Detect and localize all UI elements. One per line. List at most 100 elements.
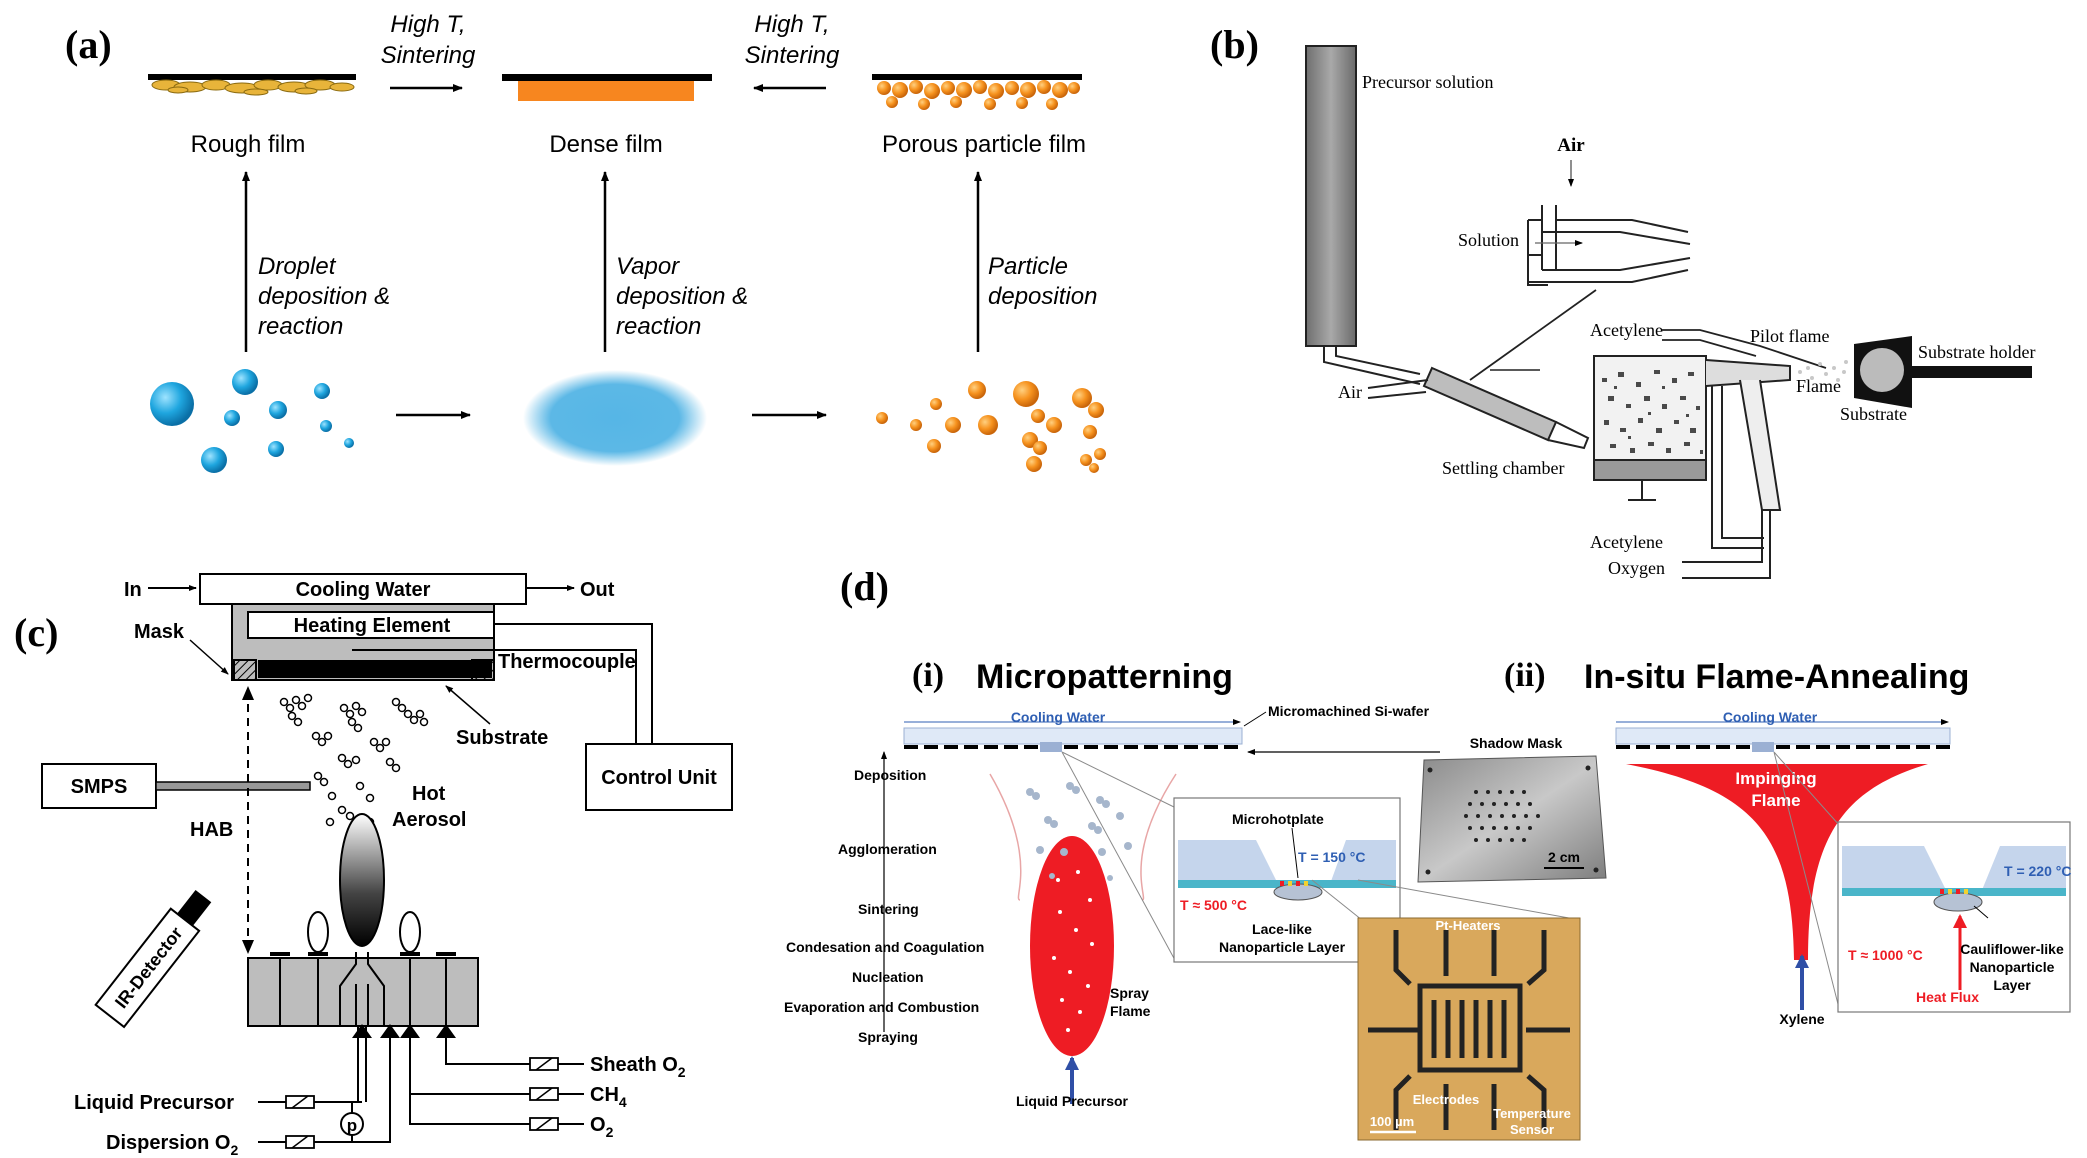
cauliflower-leader xyxy=(1973,905,1989,919)
droplets-graphic xyxy=(150,369,354,473)
zoom-leaders-ii xyxy=(1773,751,1841,1013)
pilot-flame-right xyxy=(399,911,421,953)
sintering-left-line2: Sintering xyxy=(381,42,476,69)
vapor-cloud xyxy=(523,370,707,466)
porous-film-label: Porous particle film xyxy=(882,131,1086,158)
in-label: In xyxy=(124,579,142,601)
acetylene-top-line xyxy=(1662,329,1827,369)
acetylene-bottom-label: Acetylene xyxy=(1590,532,1663,552)
micromachined-leader xyxy=(1243,711,1267,727)
cooling-water-box xyxy=(199,573,527,605)
temperature-label: Temperature xyxy=(1493,1106,1571,1121)
panel-b: (b) Precursor solution Air Solution Air xyxy=(1210,22,2035,579)
atomizer-tube xyxy=(1422,366,1590,450)
precursor-column xyxy=(1305,45,1357,347)
chamber-base xyxy=(1593,459,1707,481)
aerosol-particles xyxy=(279,693,429,827)
sheath-o2-label: Sheath O2 xyxy=(590,1054,686,1080)
control-wire-1 xyxy=(494,623,653,774)
particle-path-line2: deposition xyxy=(988,283,1097,310)
inset-substrate xyxy=(1178,840,1396,884)
cooling-water-label: Cooling Water xyxy=(296,579,431,601)
vapor-path-line1: Vapor xyxy=(616,253,680,280)
impinging-flame xyxy=(1626,764,1928,960)
pilot-flame-left xyxy=(307,911,329,953)
mask-left xyxy=(233,659,257,681)
air-left-line xyxy=(1367,379,1429,399)
cooling-water-bar-ii xyxy=(1615,727,1951,745)
chamber-particles xyxy=(1602,370,1703,454)
substrate-label: Substrate xyxy=(456,727,548,749)
heating-element-box xyxy=(247,611,495,639)
solution-label: Solution xyxy=(1458,230,1519,250)
chamber-drain xyxy=(1628,480,1656,501)
shadow-mask-photo xyxy=(1417,755,1607,883)
scale-2cm-label: 2 cm xyxy=(1548,849,1580,865)
acetylene-top-label: Acetylene xyxy=(1590,320,1663,340)
micropatterning-title: Micropatterning xyxy=(976,658,1233,696)
dense-film-layer xyxy=(518,81,694,101)
sintering-right-line2: Sintering xyxy=(745,42,840,69)
substrate-holder-rod xyxy=(1912,366,2032,378)
inset-ii-substrate xyxy=(1842,846,2066,890)
heating-element-label: Heating Element xyxy=(294,615,451,637)
stage-condensation: Condesation and Coagulation xyxy=(786,939,984,955)
subpanel-ii-label: (ii) xyxy=(1504,657,1546,694)
agglomerate-particles xyxy=(1026,782,1132,881)
cauliflower-label: Cauliflower-like xyxy=(1960,941,2064,957)
substrate-disc xyxy=(1860,348,1904,392)
porous-film-graphic xyxy=(872,74,1082,110)
thermocouple-label: Thermocouple xyxy=(498,651,636,673)
o2-line xyxy=(409,1094,520,1125)
smps-probe xyxy=(155,781,311,791)
settling-chamber-label: Settling chamber xyxy=(1442,458,1564,478)
sintering-left-line1: High T, xyxy=(390,11,465,38)
mask-pointer xyxy=(189,639,229,675)
gas-feed-lines xyxy=(1682,386,1771,579)
spray-label: Spray xyxy=(1110,985,1149,1001)
heat-flux-label: Heat Flux xyxy=(1916,989,1979,1005)
oxygen-label: Oxygen xyxy=(1608,558,1665,578)
control-unit-box xyxy=(585,743,733,811)
hot-label: Hot xyxy=(412,783,446,805)
vapor-path-line3: reaction xyxy=(616,313,701,340)
precursor-feed-line xyxy=(1323,346,1421,385)
stage-spraying: Spraying xyxy=(858,1029,918,1045)
substrate-label: Substrate xyxy=(1840,404,1907,424)
burner-cone xyxy=(1739,379,1782,511)
ir-detector: IR-Detector xyxy=(94,889,212,1029)
liquid-precursor-d-label: Liquid Precursor xyxy=(1016,1093,1129,1109)
flame-annealing-title: In-situ Flame-Annealing xyxy=(1584,658,1969,696)
mask-label: Mask xyxy=(134,621,185,643)
microhotplate-label: Microhotplate xyxy=(1232,811,1324,827)
stage-sintering: Sintering xyxy=(858,901,919,917)
flame-label: Flame xyxy=(1796,376,1841,396)
pt-heaters-label: Pt-Heaters xyxy=(1435,918,1500,933)
control-wire-2 xyxy=(494,649,637,774)
smps-label: SMPS xyxy=(71,776,128,798)
flame-envelope xyxy=(989,773,1177,901)
burner-block xyxy=(247,957,479,1027)
shadow-mask-label: Shadow Mask xyxy=(1470,735,1563,751)
electrode-traces xyxy=(1368,930,1570,1130)
panel-d-label: (d) xyxy=(840,564,889,609)
flame-label-d: Flame xyxy=(1110,1003,1151,1019)
rough-film-graphic xyxy=(148,74,356,96)
t-220-label: T = 220 °C xyxy=(2004,863,2071,879)
panel-b-label: (b) xyxy=(1210,22,1259,67)
hab-label: HAB xyxy=(190,819,233,841)
spray-flame xyxy=(1030,836,1114,1056)
stage-evaporation: Evaporation and Combustion xyxy=(784,999,979,1015)
inset-membrane xyxy=(1178,880,1396,888)
zoom-leader xyxy=(1469,289,1597,381)
pressure-gauge-label: p xyxy=(347,1116,357,1135)
particles-graphic xyxy=(876,381,1106,473)
cooling-water-i-label: Cooling Water xyxy=(1011,709,1106,725)
shadow-mask-holes xyxy=(1425,765,1599,875)
microhotplate-leader xyxy=(1291,827,1299,879)
impinging-flame-label: Flame xyxy=(1751,791,1800,810)
panel-a-label: (a) xyxy=(65,22,112,67)
inset-ii-membrane xyxy=(1842,888,2066,896)
zoom-leaders-i xyxy=(1061,751,1177,963)
dense-film-label: Dense film xyxy=(549,131,662,158)
